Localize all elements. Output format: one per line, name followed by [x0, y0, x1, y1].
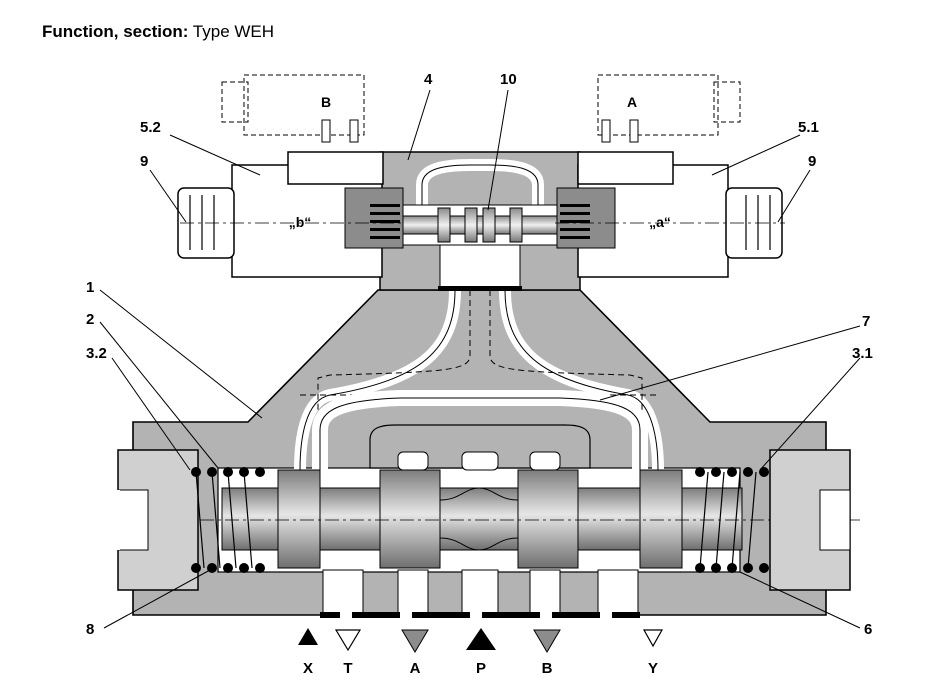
callout-3-1: 3.1 [852, 345, 873, 362]
right-end-cap [769, 449, 851, 591]
main-spool [100, 469, 860, 569]
callout-3-2: 3.2 [86, 345, 107, 362]
solenoid-b-housing [177, 74, 405, 278]
port-label-b: B [542, 660, 553, 677]
callout-9-left: 9 [140, 153, 148, 170]
left-spring [191, 467, 265, 573]
left-end-cap [100, 449, 199, 591]
right-spring [695, 467, 769, 573]
callout-5-2: 5.2 [140, 119, 161, 136]
solenoid-a-label: A [627, 94, 637, 110]
pilot-spool [401, 207, 559, 243]
callout-5-1: 5.1 [798, 119, 819, 136]
leader-lines [99, 89, 861, 629]
callout-6: 6 [864, 621, 872, 638]
callout-1: 1 [86, 279, 94, 296]
callout-2: 2 [86, 311, 94, 328]
actuation-b-label: „b“ [289, 214, 312, 230]
port-label-y: Y [648, 660, 658, 677]
main-valve-body [132, 289, 827, 618]
port-label-p: P [476, 660, 486, 677]
callout-9-right: 9 [808, 153, 816, 170]
port-label-a: A [410, 660, 421, 677]
callout-10: 10 [500, 71, 517, 88]
figure-title: Function, section: Type WEH [42, 22, 275, 41]
port-labels: X T A P B Y [303, 660, 658, 677]
callout-7: 7 [862, 313, 870, 330]
callout-4: 4 [424, 71, 433, 88]
actuation-a-label: „a“ [649, 214, 671, 230]
solenoid-a-housing [555, 74, 785, 278]
port-label-t: T [343, 660, 352, 677]
callouts: 4 10 5.2 5.1 9 9 1 7 2 3.2 3.1 8 6 [86, 71, 873, 638]
port-label-x: X [303, 660, 313, 677]
solenoid-b-label: B [321, 94, 331, 110]
port-symbols [298, 628, 664, 653]
callout-8: 8 [86, 621, 94, 638]
